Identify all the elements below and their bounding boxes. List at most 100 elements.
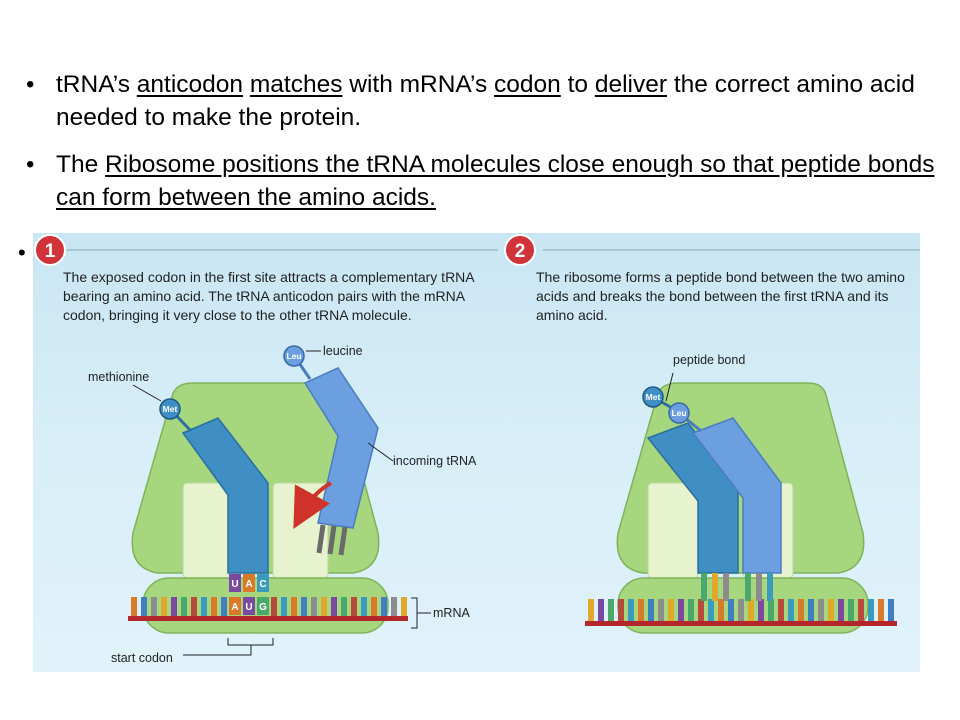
underlined-term: anticodon [136,71,244,98]
mrna-base [888,599,894,623]
paired-base [701,573,707,601]
dipeptide: Met Leu [642,386,702,433]
mrna-base [291,597,297,618]
mrna-base [658,599,664,623]
label-peptide-bond: peptide bond [673,353,745,367]
leu-amino-acid [283,345,305,367]
mrna-base [718,599,724,623]
leu-amino-acid-2 [668,402,690,424]
mrna-base [668,599,674,623]
codon-base: A [229,597,241,615]
mrna-base [211,597,217,618]
leu-label: Leu [286,351,301,361]
mrna-base [171,597,177,618]
mrna-base [798,599,804,623]
mrna-base [371,597,377,618]
mrna-base [151,597,157,618]
mrna-base [848,599,854,623]
bullet-2-text: The Ribosome positions the tRNA molecule… [56,151,934,211]
met-label: Met [163,404,178,414]
bullet-list: • tRNA’s anticodon matches with mRNA’s c… [20,68,940,228]
mrna-base [131,597,137,618]
paired-base [745,573,751,601]
anticodon-base: A [243,574,255,592]
mrna-strand-1 [128,597,408,621]
mrna-base [828,599,834,623]
mrna-base [738,599,744,623]
met-amino-acid [159,398,181,420]
mrna-base [361,597,367,618]
underlined-term: codon [494,71,561,98]
mrna-base [788,599,794,623]
svg-text:U: U [231,579,238,590]
mrna-strand-2 [585,599,897,626]
codon-base: G [257,597,269,615]
label-start-codon: start codon [111,651,173,665]
mrna-base [758,599,764,623]
leu-label-2: Leu [671,408,686,418]
mrna-base [648,599,654,623]
bullet-2: • The Ribosome positions the tRNA molecu… [20,148,940,214]
text-segment: to [560,71,595,98]
met-label-2: Met [646,392,661,402]
mrna-base [141,597,147,618]
svg-text:U: U [245,602,252,613]
mrna-base [638,599,644,623]
mrna-base [878,599,884,623]
label-incoming-trna: incoming tRNA [393,454,477,468]
trna-second-step2 [691,417,782,574]
paired-base [767,573,773,601]
translation-figure: The exposed codon in the first site attr… [33,233,920,672]
mrna-base [381,597,387,618]
bullet-glyph: • [26,151,35,178]
bullet-glyph: • [26,71,35,98]
svg-text:G: G [259,602,267,613]
svg-text:C: C [259,579,266,590]
paired-base [756,573,762,601]
step1-number: 1 [45,241,56,262]
incoming-arrow [293,481,333,530]
mrna-base [748,599,754,623]
text-segment: tRNA’s [56,71,137,98]
step1-badge: 1 [34,234,66,266]
svg-text:A: A [245,579,252,590]
step2-caption: The ribosome forms a peptide bond betwee… [536,269,905,323]
incoming-trna-bases [316,524,348,556]
mrna-base [678,599,684,623]
mrna-base [161,597,167,618]
mrna-base [708,599,714,623]
anticodon-base: U [229,574,241,592]
svg-text:A: A [231,602,238,613]
mrna-base [598,599,604,623]
mrna-base [688,599,694,623]
step2-number: 2 [515,241,526,262]
mrna-base [341,597,347,618]
step1-caption: The exposed codon in the first site attr… [63,269,474,323]
mrna-base [838,599,844,623]
underlined-term: matches [249,71,343,98]
bullet-1: • tRNA’s anticodon matches with mRNA’s c… [20,68,940,134]
label-mrna: mRNA [433,606,470,620]
trna-leucine-incoming: Leu [283,345,379,556]
mrna-base [818,599,824,623]
empty-bullet: • [18,240,26,265]
mrna-base [728,599,734,623]
mrna-base [311,597,317,618]
codon-base: U [243,597,255,615]
mrna-base [858,599,864,623]
mrna-base [351,597,357,618]
mrna-base [808,599,814,623]
mrna-base [391,597,397,618]
mrna-base [201,597,207,618]
mrna-base [191,597,197,618]
underlined-term: deliver [594,71,668,98]
mrna-base [331,597,337,618]
text-segment: with mRNA’s [342,71,495,98]
paired-bases-step2 [701,573,773,601]
mrna-base [608,599,614,623]
anticodon-base: C [257,574,269,592]
mrna-base [768,599,774,623]
